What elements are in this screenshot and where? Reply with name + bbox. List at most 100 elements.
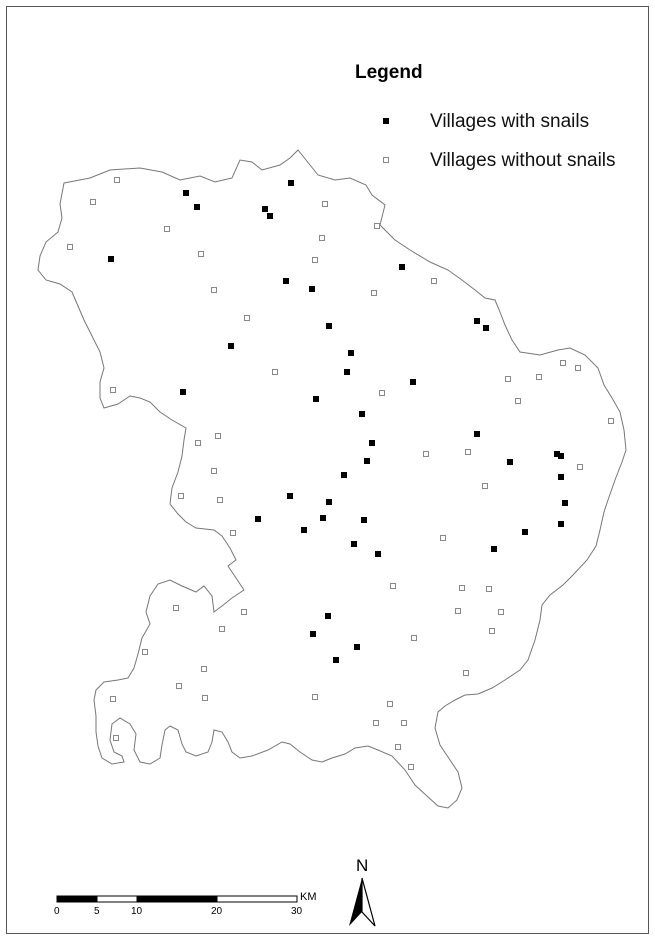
village-without-snails-42 bbox=[219, 626, 225, 632]
village-with-snails-26 bbox=[558, 474, 564, 480]
village-with-snails-12 bbox=[326, 323, 332, 329]
village-with-snails-2 bbox=[194, 204, 200, 210]
village-without-snails-26 bbox=[423, 451, 429, 457]
village-without-snails-40 bbox=[455, 608, 461, 614]
scale-segment-4 bbox=[216, 895, 298, 903]
village-without-snails-8 bbox=[198, 251, 204, 257]
village-without-snails-47 bbox=[463, 670, 469, 676]
village-without-snails-56 bbox=[395, 744, 401, 750]
scale-segment-1 bbox=[56, 895, 98, 903]
village-with-snails-40 bbox=[325, 613, 331, 619]
scale-tick-5: 5 bbox=[94, 906, 100, 917]
village-with-snails-8 bbox=[283, 278, 289, 284]
scale-segment-2 bbox=[96, 895, 138, 903]
village-without-snails-7 bbox=[67, 244, 73, 250]
village-with-snails-24 bbox=[554, 451, 560, 457]
village-with-snails-3 bbox=[288, 180, 294, 186]
village-without-snails-44 bbox=[411, 635, 417, 641]
village-without-snails-1 bbox=[114, 177, 120, 183]
village-with-snails-27 bbox=[341, 472, 347, 478]
scale-tick-20: 20 bbox=[211, 906, 223, 917]
legend-without-snails-symbol bbox=[383, 157, 389, 163]
village-without-snails-33 bbox=[230, 530, 236, 536]
village-without-snails-21 bbox=[379, 390, 385, 396]
village-with-snails-21 bbox=[369, 440, 375, 446]
scale-tick-0: 0 bbox=[54, 906, 60, 917]
village-without-snails-35 bbox=[390, 583, 396, 589]
village-without-snails-20 bbox=[110, 387, 116, 393]
village-without-snails-49 bbox=[202, 695, 208, 701]
village-without-snails-39 bbox=[241, 609, 247, 615]
village-without-snails-31 bbox=[178, 493, 184, 499]
village-without-snails-28 bbox=[577, 464, 583, 470]
village-with-snails-35 bbox=[522, 529, 528, 535]
legend-without-snails-label: Villages without snails bbox=[430, 150, 616, 171]
village-without-snails-38 bbox=[173, 605, 179, 611]
scale-bar bbox=[56, 895, 298, 903]
village-with-snails-36 bbox=[558, 521, 564, 527]
village-without-snails-27 bbox=[465, 449, 471, 455]
village-without-snails-57 bbox=[408, 764, 414, 770]
village-with-snails-42 bbox=[354, 644, 360, 650]
village-without-snails-32 bbox=[217, 497, 223, 503]
village-without-snails-9 bbox=[319, 235, 325, 241]
village-with-snails-15 bbox=[344, 369, 350, 375]
village-without-snails-48 bbox=[176, 683, 182, 689]
villages-without-snails-layer bbox=[67, 157, 614, 770]
village-without-snails-24 bbox=[195, 440, 201, 446]
scale-tick-10: 10 bbox=[131, 906, 143, 917]
village-without-snails-22 bbox=[515, 398, 521, 404]
village-with-snails-7 bbox=[399, 264, 405, 270]
village-without-snails-13 bbox=[371, 290, 377, 296]
village-with-snails-4 bbox=[262, 206, 268, 212]
village-without-snails-17 bbox=[575, 365, 581, 371]
village-with-snails-22 bbox=[364, 458, 370, 464]
village-without-snails-37 bbox=[486, 586, 492, 592]
county-boundary bbox=[37, 149, 627, 809]
village-with-snails-43 bbox=[333, 657, 339, 663]
village-with-snails-6 bbox=[108, 256, 114, 262]
village-without-snails-46 bbox=[201, 666, 207, 672]
village-without-snails-19 bbox=[505, 376, 511, 382]
village-without-snails-45 bbox=[142, 649, 148, 655]
village-without-snails-30 bbox=[482, 483, 488, 489]
village-with-snails-37 bbox=[351, 541, 357, 547]
village-without-snails-5 bbox=[164, 226, 170, 232]
villages-with-snails-layer bbox=[108, 180, 568, 663]
village-with-snails-29 bbox=[326, 499, 332, 505]
village-without-snails-36 bbox=[459, 585, 465, 591]
village-without-snails-34 bbox=[440, 535, 446, 541]
scale-unit: KM bbox=[300, 891, 317, 903]
village-with-snails-25 bbox=[558, 453, 564, 459]
legend-with-snails-label: Villages with snails bbox=[430, 111, 590, 132]
village-without-snails-15 bbox=[272, 369, 278, 375]
map-frame bbox=[6, 6, 649, 934]
scale-tick-30: 30 bbox=[291, 906, 303, 917]
village-with-snails-34 bbox=[301, 527, 307, 533]
village-with-snails-20 bbox=[474, 431, 480, 437]
village-with-snails-16 bbox=[410, 379, 416, 385]
village-without-snails-41 bbox=[498, 609, 504, 615]
scale-segment-3 bbox=[136, 895, 218, 903]
village-without-snails-29 bbox=[211, 468, 217, 474]
village-with-snails-41 bbox=[310, 631, 316, 637]
village-with-snails-14 bbox=[348, 350, 354, 356]
village-with-snails-31 bbox=[255, 516, 261, 522]
village-with-snails-13 bbox=[228, 343, 234, 349]
village-without-snails-43 bbox=[489, 628, 495, 634]
village-without-snails-25 bbox=[215, 433, 221, 439]
village-with-snails-11 bbox=[483, 325, 489, 331]
village-without-snails-11 bbox=[431, 278, 437, 284]
village-with-snails-5 bbox=[267, 213, 273, 219]
village-without-snails-53 bbox=[373, 720, 379, 726]
north-arrow-icon bbox=[349, 877, 376, 927]
village-with-snails-18 bbox=[313, 396, 319, 402]
village-with-snails-1 bbox=[183, 190, 189, 196]
village-without-snails-3 bbox=[90, 199, 96, 205]
village-with-snails-9 bbox=[309, 286, 315, 292]
village-with-snails-33 bbox=[361, 517, 367, 523]
village-with-snails-38 bbox=[491, 546, 497, 552]
village-without-snails-54 bbox=[401, 720, 407, 726]
village-with-snails-23 bbox=[507, 459, 513, 465]
